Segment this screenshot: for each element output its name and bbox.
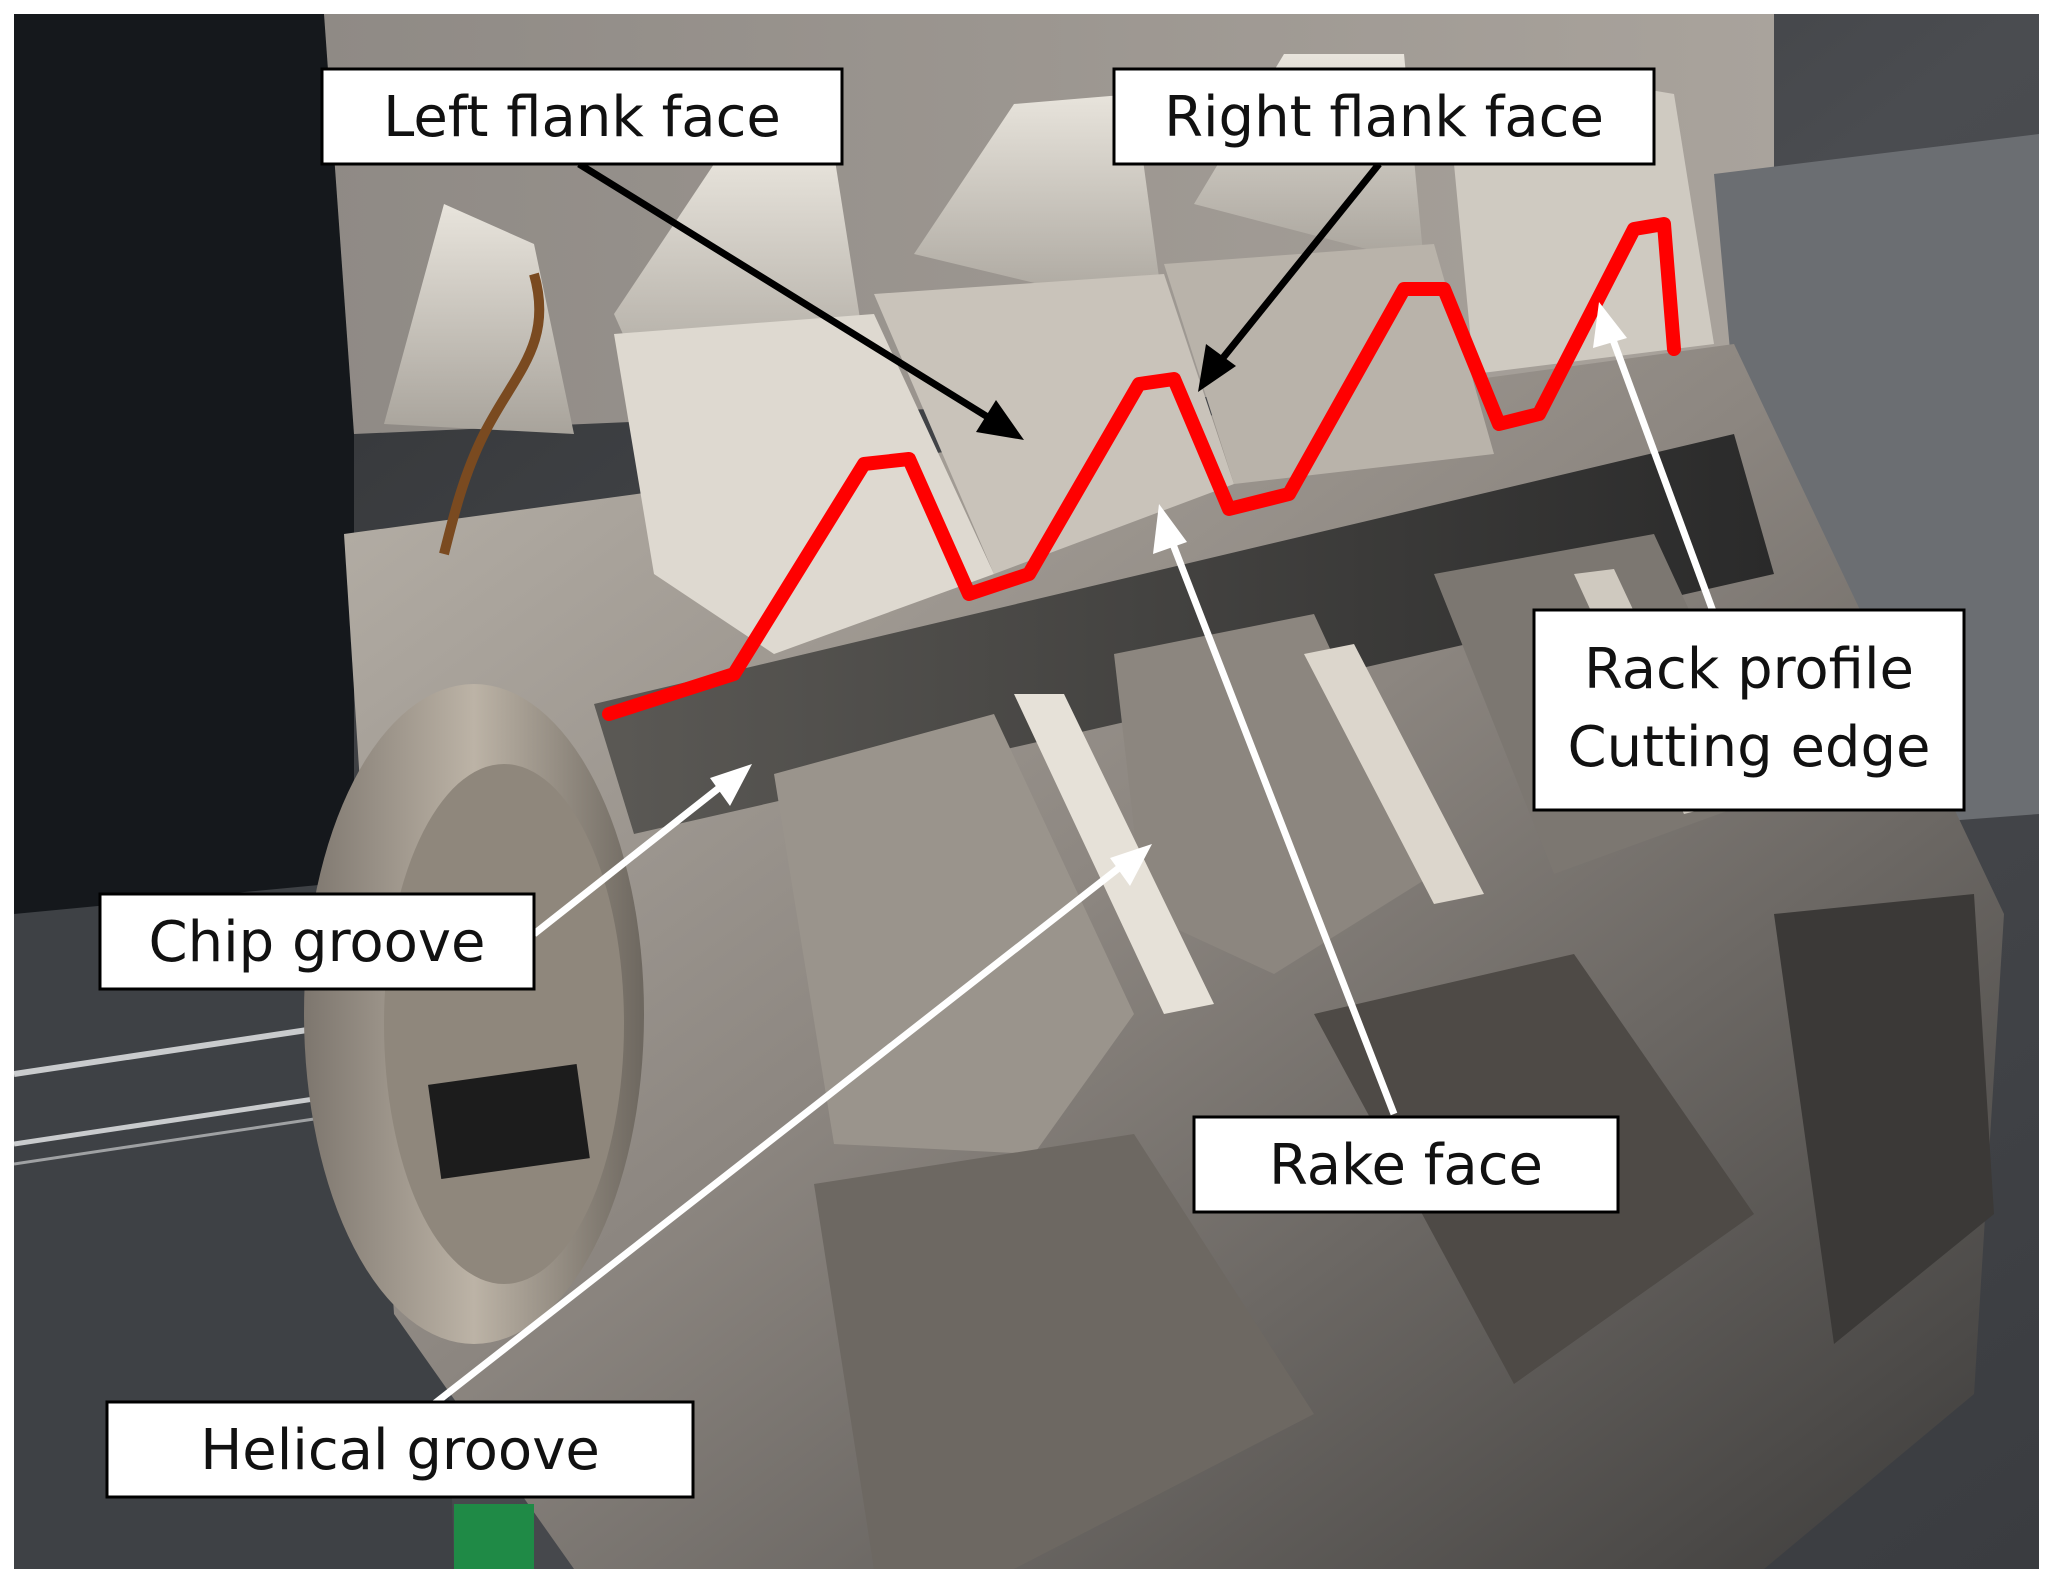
keyway-slot [428,1064,590,1179]
hob-cutter-figure: Left flank face Right flank face Rack pr… [14,14,2039,1569]
dark-left-panel [14,14,354,914]
label-text: Helical groove [200,1418,600,1483]
arrow-chip-groove [531,764,752,937]
tooth [1774,894,1994,1344]
tooth-flank [1164,244,1494,484]
arrowhead [1110,844,1152,886]
label-chip-groove: Chip groove [98,892,536,991]
label-text: Rack profile [1584,637,1914,702]
tooth [774,714,1134,1154]
arrow-helical-groove [431,844,1152,1407]
label-left-flank-face: Left flank face [320,67,844,166]
label-text: Left flank face [383,85,781,150]
label-rake-face: Rake face [1192,1115,1620,1214]
tooth-highlight [1014,694,1214,1014]
rack-profile-cutting-edge [602,217,1681,721]
arrow-right-flank [1198,161,1382,392]
hub-inner-ring [384,764,624,1284]
rust-streak [439,272,545,556]
label-text: Chip groove [149,910,486,975]
label-text: Right flank face [1164,85,1604,150]
label-rack-profile-cutting-edge: Rack profile Cutting edge [1532,608,1966,812]
tooth [914,94,1164,314]
arrowhead [1593,302,1627,348]
rake-face-band [594,434,1774,834]
arrowhead [1198,344,1236,392]
arrowhead [1153,504,1187,554]
arrowhead [976,400,1024,440]
arrow-rake-face [1153,504,1398,1116]
label-right-flank-face: Right flank face [1112,67,1656,166]
label-helical-groove: Helical groove [105,1400,695,1499]
arrowhead [710,764,752,806]
photo-frame: Left flank face Right flank face Rack pr… [14,14,2039,1569]
tooth [814,1134,1314,1569]
green-object [454,1504,534,1569]
tooth-flank [874,274,1234,574]
tooth-highlight [1304,644,1484,904]
tooth-flank [614,314,994,654]
arrow-rack-profile [1593,302,1718,616]
label-text: Rake face [1269,1133,1543,1198]
arrow-left-flank [577,161,1024,440]
label-text: Cutting edge [1568,715,1931,780]
tooth [384,204,574,434]
